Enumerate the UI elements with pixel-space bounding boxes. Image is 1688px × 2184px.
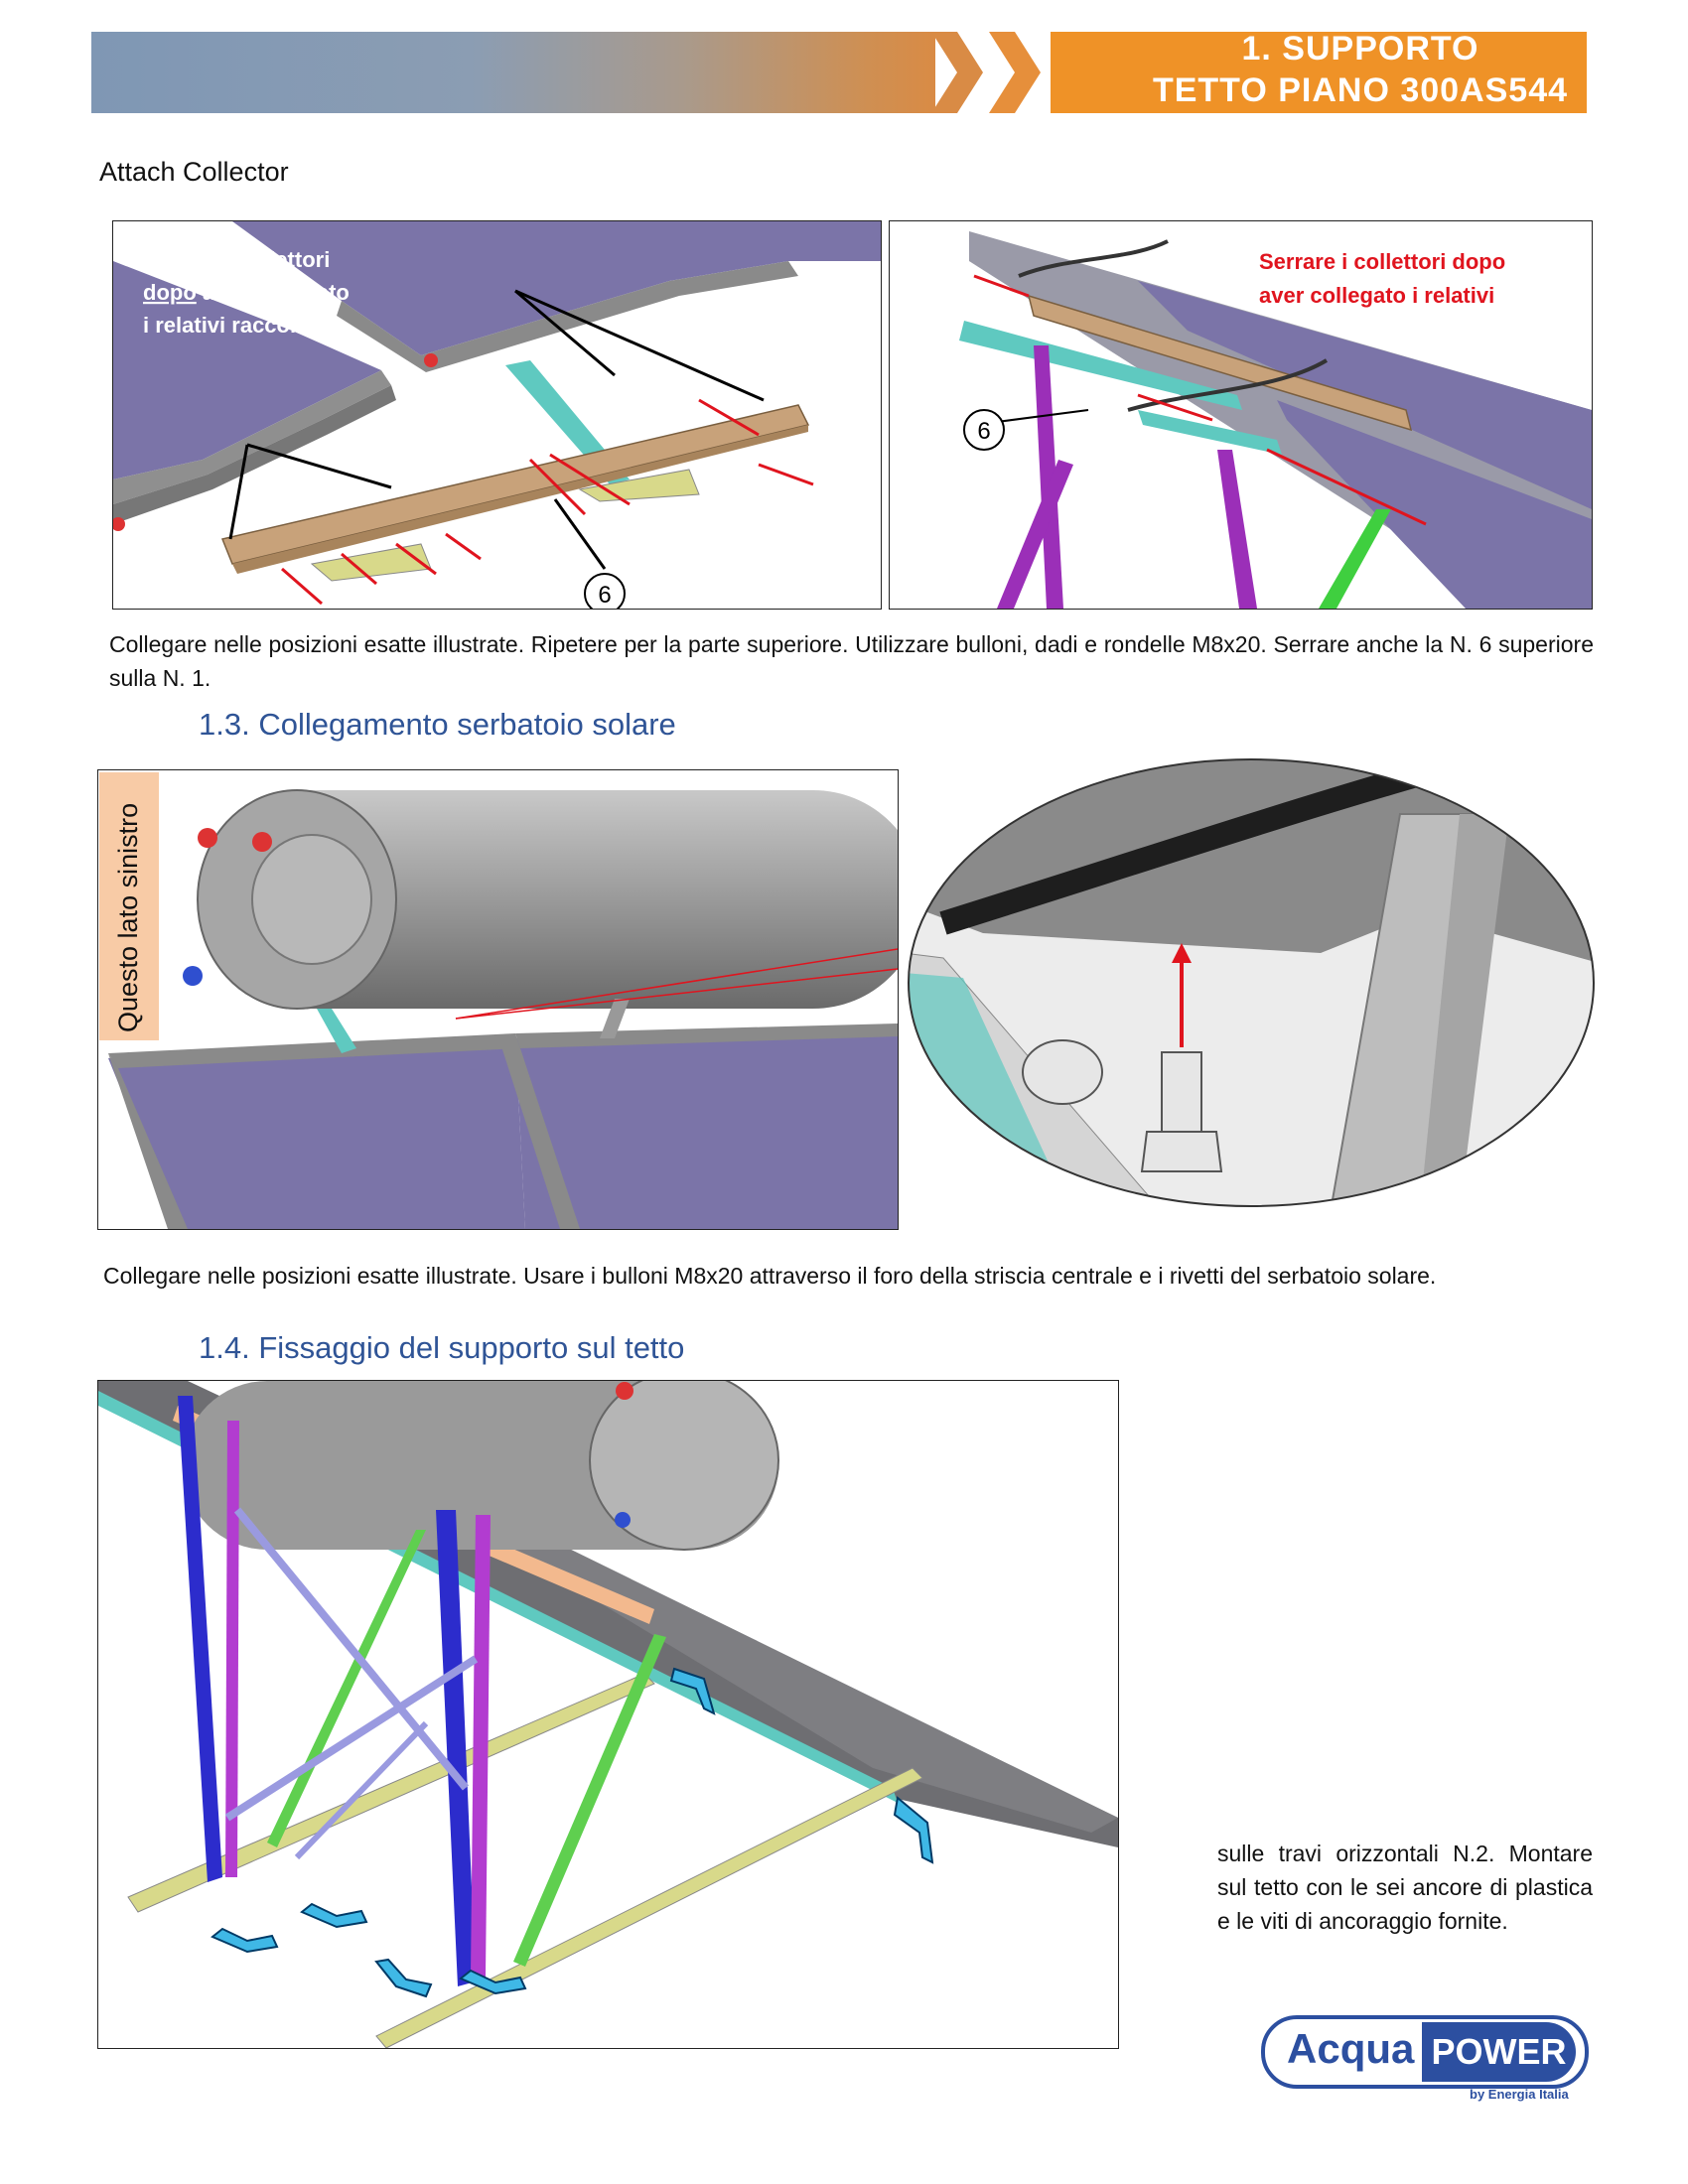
bolt-icon [1161, 1051, 1202, 1133]
support-bar [1138, 410, 1282, 455]
header-title: 1. SUPPORTO TETTO PIANO 300AS544 [1142, 28, 1579, 111]
chevron-icon [931, 32, 983, 113]
figure-tank-connection [97, 769, 899, 1230]
acquapower-logo: Acqua POWER [1261, 2015, 1589, 2089]
header-banner-title-box [1051, 32, 1587, 113]
callout-line: Serrare i collettori dopo [1259, 249, 1505, 274]
nut-icon [1022, 1039, 1103, 1105]
section-label: Attach Collector [99, 157, 289, 187]
arrow-icon [211, 1667, 934, 1998]
collector-panel [113, 261, 381, 479]
zoom-detail-bubble [908, 758, 1595, 1207]
fitting-icon [616, 1382, 633, 1400]
figure-attach-collector-left: 6 Serrare i collettori dopo aver collega… [112, 220, 882, 610]
fitting-icon [183, 966, 203, 986]
figure-attach-collector-right: 6 Serrare i collettori dopo aver collega… [889, 220, 1593, 610]
caption-tank-connection: Collegare nelle posizioni esatte illustr… [103, 1263, 1437, 1289]
part-number-circle [584, 573, 626, 609]
collector-detail-illustration: 6 Serrare i collettori dopo aver collega… [959, 231, 1592, 609]
side-label-left: Questo lato sinistro [113, 802, 143, 1032]
fitting-icon [252, 832, 272, 852]
section-heading-1-3: 1.3. Collegamento serbatoio solare [199, 707, 676, 742]
callout-line: aver collegato i relativi [1259, 283, 1494, 308]
mounting-instructions-text: sulle travi orizzontali N.2. Montare sul… [1217, 1841, 1593, 1934]
collector-panel [1277, 400, 1592, 609]
side-label-box [99, 772, 159, 1040]
header-title-line2: TETTO PIANO 300AS544 [1152, 71, 1569, 109]
roof-mount-illustration [98, 1381, 1118, 2048]
collector-panel [108, 1038, 525, 1229]
part-number-label: 6 [598, 582, 611, 609]
collector-illustration: 6 Serrare i collettori dopo aver collega… [113, 221, 881, 609]
collector-panel [1138, 281, 1592, 509]
header-title-line1: 1. SUPPORTO [1241, 30, 1479, 68]
part-number-circle [963, 409, 1005, 451]
logo-subtitle: by Energia Italia [1470, 2087, 1569, 2102]
fitting-icon [113, 517, 125, 531]
section-heading-1-4: 1.4. Fissaggio del supporto sul tetto [199, 1330, 685, 1365]
caption-attach-collector: Collegare nelle posizioni esatte illustr… [109, 631, 1594, 691]
tank-end-cap [589, 1381, 779, 1551]
collector-panel [515, 1028, 898, 1229]
fitting-icon [615, 1512, 631, 1528]
fitting-icon [198, 828, 217, 848]
support-bar [959, 321, 1242, 410]
tank-illustration [108, 789, 898, 1229]
header-banner-gradient [91, 32, 935, 113]
collector-panel [232, 221, 881, 355]
part-number-label: 6 [977, 418, 990, 445]
logo-power-text: POWER [1422, 2022, 1576, 2082]
support-plate-6 [1027, 294, 1413, 432]
callout-line: Serrare i collettori [143, 247, 330, 272]
callout-line: dopo aver collegato [143, 280, 350, 305]
fitting-icon [424, 353, 438, 367]
collector-frame [337, 261, 798, 372]
callout-line: i relativi raccordi [143, 313, 318, 338]
collector-frame [113, 370, 391, 504]
chevron-icon [989, 32, 1041, 113]
base-beam [127, 1673, 655, 1913]
figure-roof-mounting [97, 1380, 1119, 2049]
logo-acqua-text: Acqua [1287, 2025, 1415, 2072]
